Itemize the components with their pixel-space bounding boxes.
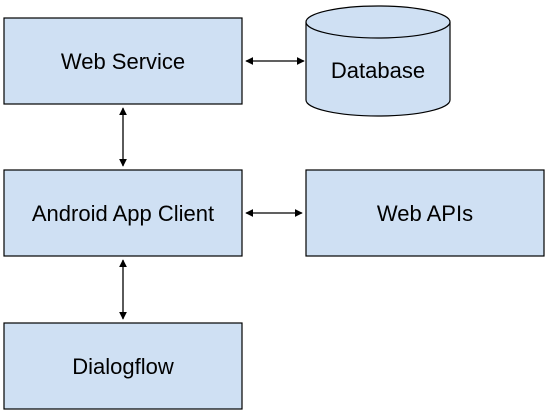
node-dialogflow-label: Dialogflow [72,354,174,379]
node-web-apis-box [305,169,545,257]
node-android-app-client: Android App Client [3,169,243,257]
node-web-service-label: Web Service [61,49,185,74]
node-database-cylinder-top [305,5,451,39]
node-dialogflow-box [3,322,243,410]
node-web-apis-label: Web APIs [377,201,473,226]
node-database-cylinder [305,22,451,117]
node-web-service: Web Service [3,17,243,105]
node-database: Database [305,5,451,117]
node-database-label: Database [331,58,425,83]
node-web-service-box [3,17,243,105]
node-android-app-client-label: Android App Client [32,201,214,226]
node-dialogflow: Dialogflow [3,322,243,410]
node-android-app-client-box [3,169,243,257]
node-web-apis: Web APIs [305,169,545,257]
